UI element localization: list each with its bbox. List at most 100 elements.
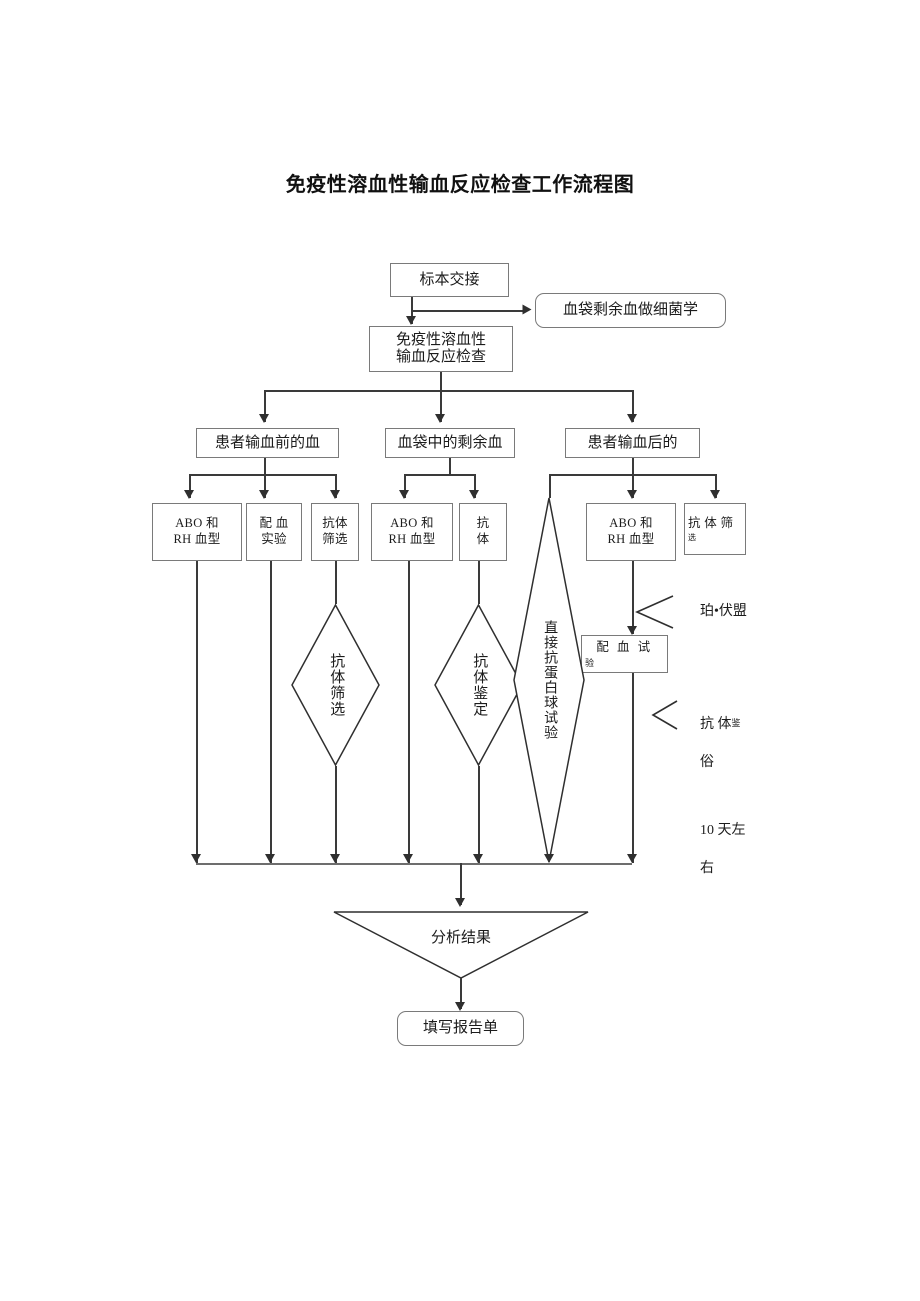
node-bag-antibody: 抗 体 xyxy=(459,503,507,561)
connector-diamond-screen-to-bus xyxy=(335,766,337,863)
diamond-antibody-screening-shape xyxy=(291,603,380,767)
connector-post-abo-to-crosstest xyxy=(632,561,634,634)
node-pre-abo-rh-line2: RH 血型 xyxy=(173,532,221,546)
node-diamond-antibody-identification: 抗体鉴定 xyxy=(434,603,523,767)
arrow-pre-branch-1 xyxy=(184,490,194,499)
bracket-annotation-1 xyxy=(634,595,674,629)
connector-bag-antibody-to-diamond xyxy=(478,561,480,604)
arrow-diamond-screen-to-bus xyxy=(330,854,340,863)
arrow-bag-branch-2 xyxy=(469,490,479,499)
node-pre-abo-rh: ABO 和 RH 血型 xyxy=(152,503,242,561)
annotation-3-line2: 右 xyxy=(700,860,714,876)
connector-diamond-identify-to-bus xyxy=(478,766,480,863)
arrow-main-branch-left xyxy=(259,414,269,423)
node-post-abo-rh-line2: RH 血型 xyxy=(607,532,655,546)
arrow-analysis-to-report xyxy=(455,1002,465,1011)
node-pre-abo-rh-line1: ABO 和 xyxy=(175,516,219,531)
connector-bag-bus xyxy=(404,474,475,476)
node-bag-remaining-blood-label: 血袋中的剩余血 xyxy=(397,434,503,451)
connector-post-branch-2 xyxy=(632,474,634,498)
arrow-diamond-identify-to-bus xyxy=(473,854,483,863)
node-crossmatch-test-line1: 配 血 试 xyxy=(596,640,653,654)
node-bag-antibody-line1: 抗 xyxy=(476,516,490,531)
annotation-2-line2: 俗 xyxy=(700,754,714,770)
node-pre-antibody-screen-line1: 抗体 xyxy=(322,516,348,531)
node-main-check: 免疫性溶血性 输血反应检查 xyxy=(369,326,513,372)
connector-pre-screen-to-diamond xyxy=(335,561,337,604)
annotation-2-sup: 鉴 xyxy=(731,717,741,728)
node-analysis-result: 分析结果 xyxy=(333,910,589,980)
connector-pre-abo-to-bus xyxy=(196,561,198,863)
connector-pre-bus xyxy=(189,474,337,476)
arrow-pre-branch-3 xyxy=(330,490,340,499)
node-post-antibody-screen-line2: 选 xyxy=(688,532,697,542)
arrow-pre-abo-to-bus xyxy=(191,854,201,863)
node-bag-abo-rh-line1: ABO 和 xyxy=(390,516,434,531)
connector-pre-branch-3 xyxy=(335,474,337,498)
node-crossmatch-test: 配 血 试 验 xyxy=(581,635,668,673)
page-title: 免疫性溶血性输血反应检查工作流程图 xyxy=(285,174,635,196)
node-pre-antibody-screen: 抗体 筛选 xyxy=(311,503,359,561)
connector-main-branch-right xyxy=(632,390,634,422)
arrow-main-branch-right xyxy=(627,414,637,423)
connector-post-branch-1 xyxy=(549,474,551,498)
arrow-bus-to-analysis xyxy=(455,898,465,907)
node-pre-transfusion-blood: 患者输血前的血 xyxy=(196,428,339,458)
node-analysis-result-label: 分析结果 xyxy=(430,930,491,946)
node-pre-antibody-screen-line2: 筛选 xyxy=(322,532,348,546)
node-fill-report-label: 填写报告单 xyxy=(422,1020,498,1037)
connector-main-stem xyxy=(440,372,442,390)
connector-start-to-bacteria xyxy=(411,310,526,312)
arrow-main-branch-center xyxy=(435,414,445,423)
node-bag-remaining-blood: 血袋中的剩余血 xyxy=(385,428,515,458)
node-start: 标本交接 xyxy=(390,263,509,297)
node-pre-crossmatch-line1: 配 血 xyxy=(259,516,289,531)
arrow-post-abo-to-crosstest xyxy=(627,626,637,635)
analysis-result-shape xyxy=(333,911,589,979)
arrow-crosstest-to-bus xyxy=(627,854,637,863)
node-bag-abo-rh-line2: RH 血型 xyxy=(388,532,436,546)
node-main-check-line1: 免疫性溶血性 xyxy=(395,332,486,349)
node-diamond-direct-antiglobulin-test: 直接抗蛋白球试验 xyxy=(513,497,585,863)
node-bag-antibody-line2: 体 xyxy=(476,532,490,546)
node-post-abo-rh-line1: ABO 和 xyxy=(609,516,653,531)
node-post-antibody-screen: 抗 体 筛 选 xyxy=(684,503,746,555)
arrow-pre-branch-2 xyxy=(259,490,269,499)
bracket-annotation-2 xyxy=(650,700,678,730)
connector-pre-branch-2 xyxy=(264,474,266,498)
node-post-transfusion-blood: 患者输血后的 xyxy=(565,428,700,458)
connector-bag-branch-2 xyxy=(474,474,476,498)
connector-bag-stem xyxy=(449,458,451,474)
node-post-transfusion-blood-label: 患者输血后的 xyxy=(587,434,678,451)
node-bag-abo-rh: ABO 和 RH 血型 xyxy=(371,503,453,561)
node-post-abo-rh: ABO 和 RH 血型 xyxy=(586,503,676,561)
annotation-3: 10 天左 右 xyxy=(700,803,746,879)
diamond-direct-antiglobulin-test-shape xyxy=(513,497,585,863)
diamond-antibody-identification-shape xyxy=(434,603,523,767)
arrow-start-to-bacteria xyxy=(522,304,532,315)
connector-pre-branch-1 xyxy=(189,474,191,498)
connector-bus-to-analysis xyxy=(460,863,462,905)
node-pre-crossmatch: 配 血 实验 xyxy=(246,503,302,561)
annotation-1: 珀•伏盟 xyxy=(700,604,747,619)
annotation-2: 抗 体鉴 俗 xyxy=(700,697,741,773)
annotation-3-line1: 10 天左 xyxy=(700,822,746,838)
arrow-bag-branch-1 xyxy=(399,490,409,499)
node-crossmatch-test-line2: 验 xyxy=(585,657,595,668)
connector-crosstest-to-bus xyxy=(632,673,634,863)
node-post-antibody-screen-line1: 抗 体 筛 xyxy=(688,516,734,531)
connector-pre-cross-to-bus xyxy=(270,561,272,863)
node-start-label: 标本交接 xyxy=(419,271,480,288)
node-diamond-antibody-screening: 抗体筛选 xyxy=(291,603,380,767)
connector-bag-abo-to-bus xyxy=(408,561,410,863)
node-main-check-line2: 输血反应检查 xyxy=(395,349,486,365)
connector-analysis-to-report xyxy=(460,978,462,1009)
connector-main-branch-left xyxy=(264,390,266,422)
collector-bus xyxy=(196,863,632,865)
node-bacteria-culture: 血袋剩余血做细菌学 xyxy=(535,293,726,328)
node-fill-report: 填写报告单 xyxy=(397,1011,524,1046)
arrow-post-branch-2 xyxy=(627,490,637,499)
connector-pre-stem xyxy=(264,458,266,474)
connector-post-stem xyxy=(632,458,634,474)
